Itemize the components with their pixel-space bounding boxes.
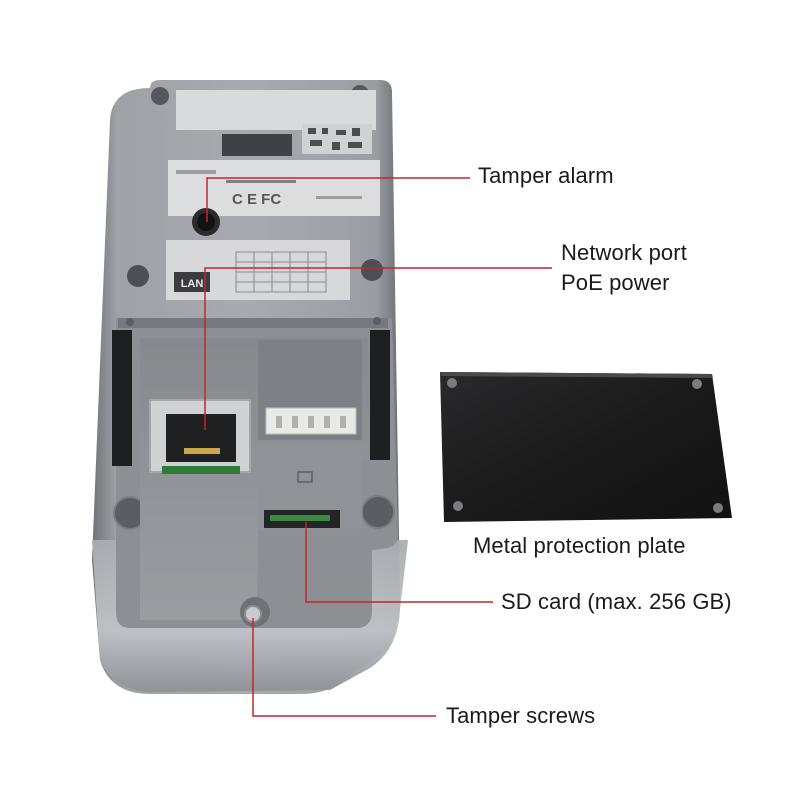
- leader-lines: [204, 177, 552, 717]
- sd-card-slot-pcb: [270, 515, 330, 521]
- wiring-grid: [235, 251, 327, 293]
- lan-badge-label: LAN: [181, 278, 204, 290]
- compartment-rim: [118, 318, 388, 328]
- qr-pattern: [308, 128, 362, 150]
- plate-hole: [713, 503, 723, 513]
- plate-hole: [447, 378, 457, 388]
- sticker-text-line: [226, 180, 296, 183]
- label-poe-power: PoE power: [561, 270, 670, 295]
- mount-hole: [151, 87, 169, 105]
- label-network-port: Network port: [561, 240, 687, 265]
- metal-protection-plate: [440, 372, 732, 522]
- compliance-sticker: [168, 160, 380, 216]
- rj45-pcb: [162, 466, 240, 474]
- mount-hole: [361, 495, 395, 529]
- rj45-pin-strip: [184, 448, 220, 454]
- label-sd-card: SD card (max. 256 GB): [501, 589, 732, 614]
- power-connector-pins: [276, 416, 346, 428]
- tamper-button: [197, 213, 215, 231]
- sticker-text-line: [316, 196, 362, 199]
- screw-dot: [126, 318, 134, 326]
- rj45-socket: [166, 414, 236, 462]
- plate-body: [440, 372, 732, 522]
- leader-line-tamper-screws: [252, 618, 436, 717]
- device-body: C E FC LAN: [92, 80, 408, 694]
- mount-hole: [127, 265, 149, 287]
- label-tamper-screws: Tamper screws: [446, 703, 596, 728]
- label-metal-protection-plate: Metal protection plate: [473, 533, 686, 558]
- sticker-text-line: [176, 170, 216, 174]
- top-slot: [222, 134, 292, 156]
- plate-hole: [453, 501, 463, 511]
- leader-line-tamper-alarm: [206, 177, 470, 222]
- leader-line-sd-card: [305, 522, 493, 603]
- plate-edge-highlight: [440, 372, 713, 378]
- label-tamper-alarm: Tamper alarm: [478, 163, 614, 188]
- lan-badge: [174, 272, 210, 292]
- left-side-seal: [112, 330, 132, 466]
- leader-line-network-port: [204, 267, 552, 430]
- screw-dot: [373, 317, 381, 325]
- plate-hole: [692, 379, 702, 389]
- top-sticker: [176, 90, 376, 130]
- ce-fc-marks: C E FC: [232, 191, 281, 208]
- mount-hole: [361, 259, 383, 281]
- sd-bay-icon: [297, 471, 313, 483]
- right-side-seal: [370, 330, 390, 460]
